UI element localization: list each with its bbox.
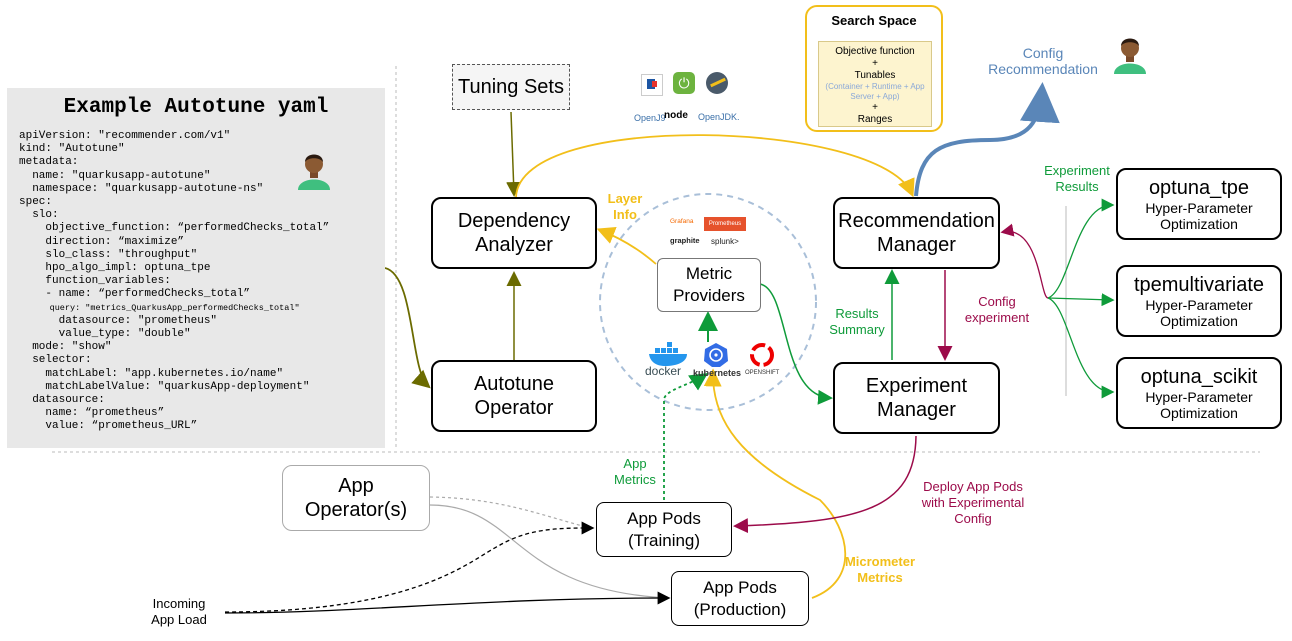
yaml-line: slo_class: "throughput" bbox=[19, 248, 198, 261]
hpo-box-optuna-tpe: optuna_tpe Hyper-Parameter Optimization bbox=[1116, 168, 1282, 240]
eclipse-icon bbox=[706, 72, 728, 94]
spring-boot-icon: ⏻ bbox=[673, 72, 695, 94]
search-space-title: Search Space bbox=[831, 13, 917, 28]
search-space-panel: Search Space Objective function + Tunabl… bbox=[805, 5, 943, 132]
yaml-line: value_type: "double" bbox=[19, 328, 191, 341]
nodejs-logo: node bbox=[664, 110, 688, 121]
yaml-panel: Example Autotune yaml apiVersion: "recom… bbox=[7, 88, 385, 448]
config-recommendation-arrow bbox=[914, 82, 1060, 197]
yaml-line: function_variables: bbox=[19, 275, 171, 288]
yaml-line: query: "metrics_QuarkusApp_performedChec… bbox=[19, 302, 300, 313]
yaml-line: datasource: bbox=[19, 394, 105, 407]
recommendation-hpo-arrow bbox=[1000, 223, 1049, 299]
openshift-label: OPENSHIFT bbox=[745, 370, 780, 376]
app-pods-training-box: App Pods (Training) bbox=[596, 502, 732, 557]
to-hpo3-arrow bbox=[1047, 297, 1115, 399]
openj9-logo: OpenJ9 bbox=[634, 113, 666, 123]
operator-to-training-line bbox=[429, 496, 591, 529]
layer-info-arrow bbox=[596, 226, 657, 265]
deploy-app-pods-label: Deploy App Pods with Experimental Config bbox=[921, 479, 1025, 526]
app-metrics-label: App Metrics bbox=[614, 456, 656, 487]
docker-label: docker bbox=[645, 364, 682, 378]
autotune-operator-box: Autotune Operator bbox=[431, 360, 597, 432]
yaml-code: apiVersion: "recommender.com/v1"kind: "A… bbox=[19, 130, 329, 434]
to-hpo2-arrow bbox=[1047, 293, 1115, 307]
experiment-manager-box: Experiment Manager bbox=[833, 362, 1000, 434]
prometheus-logo: Prometheus bbox=[704, 217, 746, 231]
app-pods-production-box: App Pods (Production) bbox=[671, 571, 809, 626]
incoming-app-load-label: Incoming App Load bbox=[151, 596, 207, 627]
kubernetes-label: kubernetes bbox=[693, 368, 742, 378]
search-space-note: Objective function + Tunables (Container… bbox=[818, 41, 932, 127]
to-hpo1-arrow bbox=[1047, 198, 1115, 299]
yaml-line: namespace: "quarkusapp-autotune-ns" bbox=[19, 182, 264, 195]
providers-to-experiment-arrow bbox=[759, 283, 833, 405]
yaml-title: Example Autotune yaml bbox=[63, 96, 329, 119]
hpo-box-tpemultivariate: tpemultivariate Hyper-Parameter Optimiza… bbox=[1116, 265, 1282, 337]
yaml-line: objective_function: “performedChecks_tot… bbox=[19, 222, 330, 235]
yaml-line: kind: "Autotune" bbox=[19, 143, 125, 156]
yaml-line: name: “prometheus” bbox=[19, 407, 165, 420]
graphite-logo: graphite bbox=[670, 236, 700, 245]
person-icon bbox=[298, 154, 330, 190]
grafana-logo: Grafana bbox=[670, 218, 694, 225]
micrometer-metrics-label: Micrometer Metrics bbox=[844, 554, 916, 585]
yaml-line: name: "quarkusapp-autotune" bbox=[19, 169, 211, 182]
yaml-line: spec: bbox=[19, 196, 53, 209]
load-to-training-arrow bbox=[224, 521, 595, 613]
config-recommendation-label: Config Recommendation bbox=[988, 45, 1098, 77]
docker-whale-icon bbox=[649, 342, 687, 366]
user-icon bbox=[1114, 38, 1146, 74]
dependency-analyzer-box: Dependency Analyzer bbox=[431, 197, 597, 269]
yaml-line: metadata: bbox=[19, 156, 79, 169]
kubernetes-icon bbox=[704, 343, 728, 367]
yaml-line: value: “prometheus_URL” bbox=[19, 420, 198, 433]
openjdk-logo: OpenJDK. bbox=[698, 112, 740, 122]
hpo-box-optuna-scikit: optuna_scikit Hyper-Parameter Optimizati… bbox=[1116, 357, 1282, 429]
recommendation-manager-box: Recommendation Manager bbox=[833, 197, 1000, 269]
experiment-results-label: Experiment Results bbox=[1044, 163, 1110, 194]
tuning-sets-document: Tuning Sets bbox=[452, 64, 570, 110]
yaml-line: hpo_algo_impl: optuna_tpe bbox=[19, 262, 211, 275]
results-summary-label: Results Summary bbox=[829, 306, 885, 337]
yaml-line: - name: “performedChecks_total” bbox=[19, 288, 251, 301]
openshift-icon bbox=[750, 343, 774, 367]
metric-providers-circle bbox=[599, 193, 817, 411]
tuning-to-dependency-arrow bbox=[506, 111, 522, 197]
yaml-line: matchLabel: "app.kubernetes.io/name" bbox=[19, 367, 284, 380]
yaml-line: mode: "show" bbox=[19, 341, 112, 354]
dependency-to-recommendation-arrow bbox=[515, 134, 915, 198]
yaml-line: datasource: "prometheus" bbox=[19, 314, 218, 327]
metric-providers-box: Metric Providers bbox=[657, 258, 761, 312]
deploy-app-pods-arrow bbox=[733, 435, 917, 534]
operator-to-production-line bbox=[429, 504, 669, 599]
splunk-logo: splunk> bbox=[711, 237, 739, 246]
micrometer-arrow bbox=[703, 368, 847, 599]
yaml-line: direction: “maximize” bbox=[19, 235, 185, 248]
app-logo-icon bbox=[641, 74, 663, 96]
yaml-line: apiVersion: "recommender.com/v1" bbox=[19, 130, 231, 142]
config-experiment-label: Config experiment bbox=[964, 294, 1030, 325]
layer-info-label: Layer Info bbox=[607, 191, 643, 222]
yaml-line: slo: bbox=[19, 209, 59, 222]
yaml-line: matchLabelValue: "quarkusApp-deployment" bbox=[19, 380, 310, 393]
load-to-production-arrow bbox=[224, 591, 671, 614]
app-operators-box: App Operator(s) bbox=[282, 465, 430, 531]
yaml-line: selector: bbox=[19, 354, 92, 367]
yaml-to-operator-arrow bbox=[384, 267, 431, 389]
